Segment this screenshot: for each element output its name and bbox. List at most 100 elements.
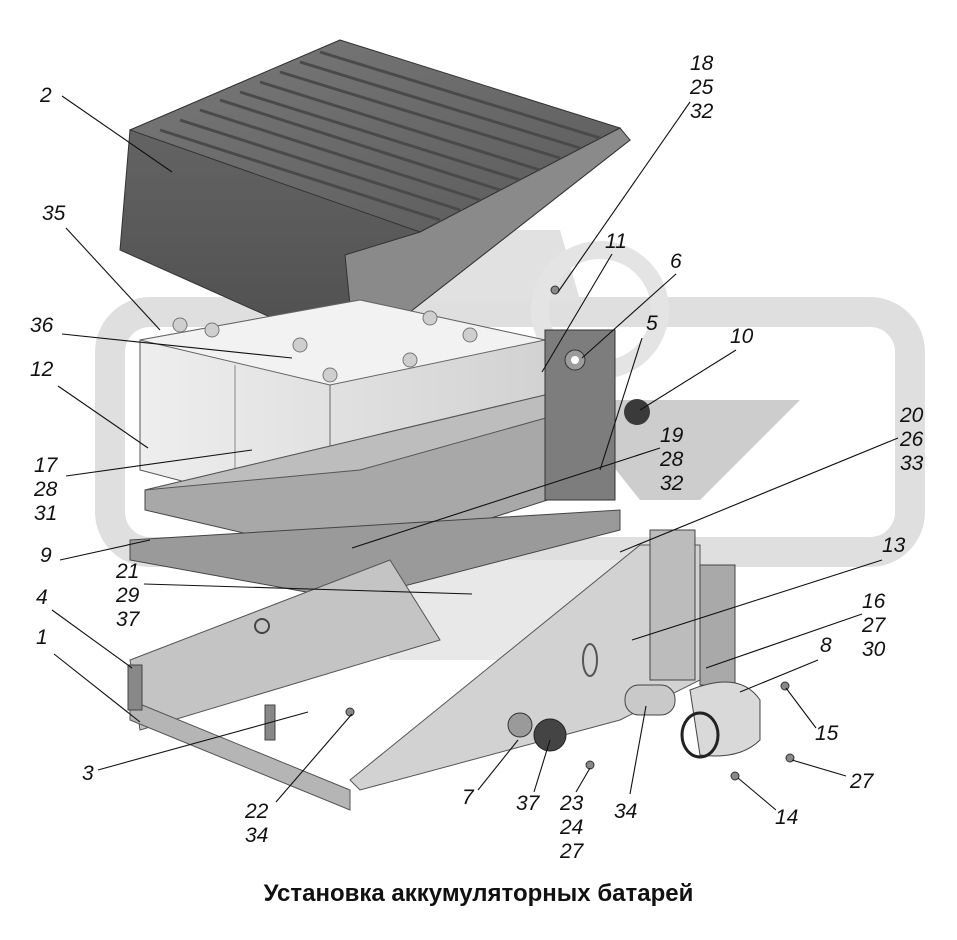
callout-2: 2 [39,84,52,107]
callout-35: 35 [42,202,66,225]
callout-number: 6 [670,250,682,273]
callout-number: 9 [40,544,52,567]
leader-line-37 [533,739,551,793]
callout-number: 28 [33,478,58,501]
callout-5: 5 [646,312,658,335]
leader-line-2 [61,95,173,173]
callout-number: 17 [34,454,59,477]
leader-line-8 [739,659,819,693]
callout-number: 25 [689,76,714,99]
leader-line-14 [737,777,777,811]
leader-line-36 [61,333,293,359]
callout-number: 37 [516,792,541,815]
callout-4: 4 [36,586,48,609]
callout-number: 31 [34,502,57,525]
side-bracket [349,529,736,791]
callout-14: 14 [775,806,798,829]
callout-37: 37 [516,792,541,815]
figure-caption: Установка аккумуляторных батарей [263,880,694,907]
callout-8: 8 [820,634,832,657]
callout-36: 36 [30,314,54,337]
leader-line-7 [477,739,519,791]
callout-number: 27 [861,614,887,637]
leader-line-16 [705,613,863,669]
callout-11: 11 [605,230,627,253]
callout-number: 23 [559,792,584,815]
leader-line-18 [557,101,691,293]
callout-number: 11 [605,230,627,253]
callout-number: 19 [660,424,684,447]
leader-line-17 [65,449,253,477]
callout-number: 24 [559,816,583,839]
callout-number: 14 [775,806,798,829]
callout-number: 16 [862,590,886,613]
callout-10: 10 [730,325,754,348]
callout-number: 30 [862,638,886,661]
leader-line-21 [143,583,473,595]
callout-number: 34 [614,800,637,823]
callout-number: 8 [820,634,832,657]
callout-number: 12 [30,358,54,381]
leader-line-15 [785,687,817,729]
callout-number: 20 [899,404,924,427]
leader-line-35 [65,227,161,331]
leader-line-1 [53,653,141,723]
callout-number: 3 [82,762,94,785]
callout-number: 5 [646,312,658,335]
callout-number: 1 [36,626,48,649]
callout-number: 33 [900,452,924,475]
callout-number: 15 [815,722,839,745]
callout-6: 6 [670,250,682,273]
callout-27: 27 [849,770,875,793]
callout-3: 3 [82,762,94,785]
leader-line-4 [51,609,133,669]
battery-tray [129,329,621,601]
callout-9: 9 [40,544,52,567]
small-components [345,285,795,781]
callout-number: 2 [39,84,52,107]
battery-lid [119,39,632,356]
callout-13: 13 [882,534,906,557]
callout-number: 10 [730,325,754,348]
leader-line-12 [57,385,149,449]
callout-number: 32 [690,100,714,123]
callout-1: 1 [36,626,48,649]
callout-number: 7 [462,786,475,809]
leader-line-23 [575,767,591,793]
leader-line-5 [599,337,643,471]
callout-number: 4 [36,586,48,609]
exploded-view-drawing: 2182532351163651012202633192832172831913… [30,39,925,863]
callout-number: 13 [882,534,906,557]
callout-number: 26 [899,428,924,451]
leader-line-13 [631,559,883,641]
callout-15: 15 [815,722,839,745]
callout-number: 27 [559,840,585,863]
callout-number: 35 [42,202,66,225]
callout-number: 28 [659,448,684,471]
callout-7: 7 [462,786,475,809]
leader-line-19 [351,447,661,549]
callout-34: 34 [614,800,637,823]
leader-line-10 [639,349,737,411]
callout-number: 27 [849,770,875,793]
leader-line-3 [97,711,309,771]
leader-line-27 [791,759,847,777]
callout-number: 21 [115,560,139,583]
callout-12: 12 [30,358,54,381]
callout-number: 32 [660,472,684,495]
callout-number: 34 [245,824,268,847]
leader-line-22 [275,713,353,803]
leader-line-20 [619,437,899,553]
leader-line-34 [629,705,647,795]
leader-line-11 [541,253,613,373]
